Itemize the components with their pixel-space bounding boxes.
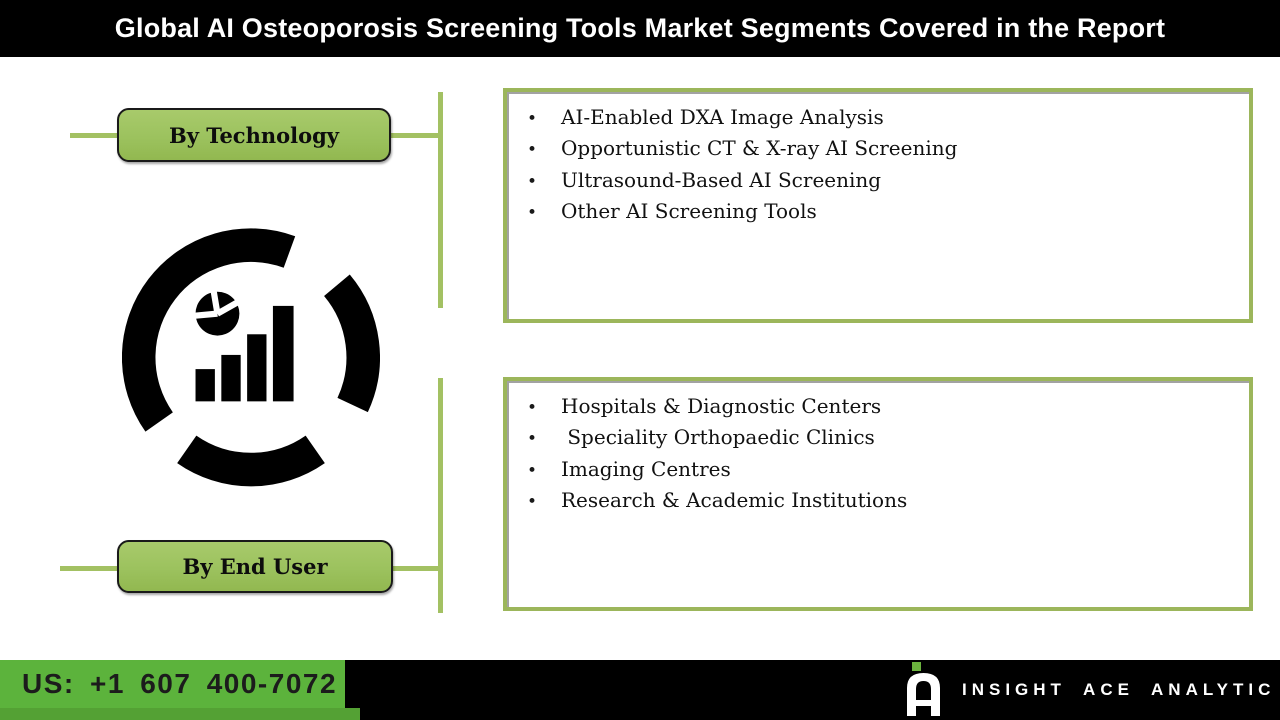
- logo-green-dot: [912, 662, 921, 671]
- broken-circle-ring: [122, 228, 380, 487]
- bullet-icon: •: [527, 491, 538, 512]
- segment-item-text: Hospitals & Diagnostic Centers: [561, 394, 882, 418]
- list-item: • Opportunistic CT & X-ray AI Screening: [519, 134, 1239, 165]
- logo-a-glyph: [907, 673, 940, 716]
- connector-line-tech-right: [390, 133, 438, 138]
- bar-chart-icon: [195, 305, 294, 402]
- connector-line-user-right: [391, 566, 438, 571]
- technology-items-box: • AI-Enabled DXA Image Analysis • Opportun…: [503, 88, 1253, 323]
- list-item: • Speciality Orthopaedic Clinics: [519, 423, 1239, 454]
- bullet-icon: •: [527, 460, 538, 481]
- list-item: • Other AI Screening Tools: [519, 197, 1239, 228]
- segment-item-text: Ultrasound-Based AI Screening: [561, 167, 882, 192]
- by-technology-button[interactable]: By Technology: [117, 108, 391, 162]
- segment-item-text: Imaging Centres: [561, 456, 731, 481]
- footer-brand-bar: [345, 660, 1280, 720]
- page-title: Global AI Osteoporosis Screening Tools M…: [114, 13, 1166, 43]
- bullet-icon: •: [527, 398, 538, 418]
- list-item: • AI-Enabled DXA Image Analysis: [519, 103, 1239, 134]
- phone-number: US: +1 607 400-7072: [22, 668, 338, 699]
- segment-item-text: Other AI Screening Tools: [561, 198, 817, 223]
- end-user-items-list: • Hospitals & Diagnostic Centers • Specia…: [519, 392, 1239, 517]
- brand-name: INSIGHT ACE ANALYTIC: [962, 680, 1276, 699]
- connector-line-vertical-top: [438, 92, 443, 308]
- list-item: • Ultrasound-Based AI Screening: [519, 166, 1239, 197]
- bullet-icon: •: [527, 171, 538, 192]
- list-item: • Hospitals & Diagnostic Centers: [519, 392, 1239, 423]
- bullet-icon: •: [527, 140, 538, 161]
- by-end-user-button[interactable]: By End User: [117, 540, 393, 593]
- insight-ace-logo-icon: [907, 662, 940, 716]
- segment-item-text: Speciality Orthopaedic Clinics: [561, 425, 875, 450]
- segment-item-text: Opportunistic CT & X-ray AI Screening: [561, 136, 958, 161]
- bullet-icon: •: [527, 109, 538, 129]
- connector-line-user-left: [60, 566, 117, 571]
- segment-item-text: Research & Academic Institutions: [561, 487, 908, 512]
- segment-item-text: AI-Enabled DXA Image Analysis: [561, 105, 884, 129]
- list-item: • Imaging Centres: [519, 455, 1239, 486]
- technology-items-list: • AI-Enabled DXA Image Analysis • Opportun…: [519, 103, 1239, 228]
- end-user-items-box: • Hospitals & Diagnostic Centers • Specia…: [503, 377, 1253, 611]
- connector-line-tech-left: [70, 133, 117, 138]
- by-technology-label: By Technology: [168, 122, 340, 148]
- title-bar: Global AI Osteoporosis Screening Tools M…: [0, 0, 1280, 57]
- by-end-user-label: By End User: [182, 554, 328, 579]
- bullet-icon: •: [527, 429, 538, 450]
- list-item: • Research & Academic Institutions: [519, 486, 1239, 517]
- connector-line-vertical-bottom: [438, 378, 443, 613]
- footer-phone-bar-shadow: [0, 708, 360, 720]
- analytics-ring-icon: [122, 228, 380, 487]
- bullet-icon: •: [527, 202, 538, 223]
- pie-chart-icon: [192, 288, 241, 336]
- footer-phone-bar: US: +1 607 400-7072: [0, 660, 345, 708]
